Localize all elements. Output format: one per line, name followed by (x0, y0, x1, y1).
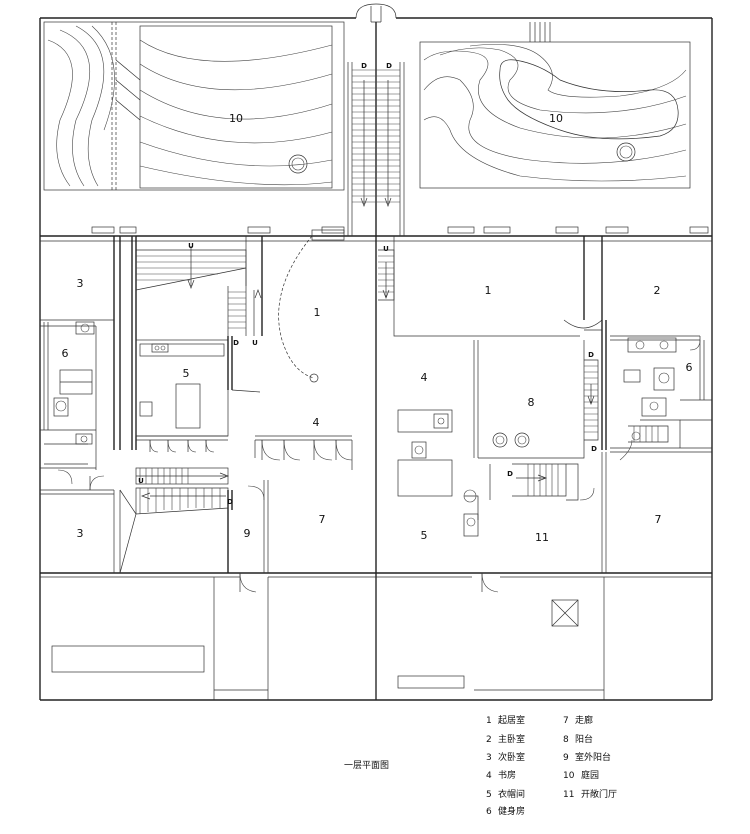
legend-item: 7 走廊 (563, 714, 593, 726)
legend-number: 8 (563, 735, 569, 745)
room-label: 8 (528, 396, 535, 409)
stair-mark: D (507, 470, 513, 478)
room-label: 5 (183, 367, 190, 380)
legend-name: 阳台 (575, 733, 593, 745)
legend-name: 走廊 (575, 714, 593, 726)
room-label: 10 (549, 112, 563, 125)
left-living-area (227, 229, 353, 470)
legend-name: 起居室 (498, 714, 525, 726)
room-label: 7 (655, 513, 662, 526)
balcony-fixtures (492, 432, 530, 448)
stair-mark: D (591, 445, 597, 453)
courtyard-right (419, 22, 691, 189)
room-label: 9 (244, 527, 251, 540)
left-lower-rooms (57, 469, 269, 593)
room-label: 6 (686, 361, 693, 374)
room-label: 6 (62, 347, 69, 360)
room-label: 5 (421, 529, 428, 542)
room-label: 1 (485, 284, 492, 297)
legend-number: 1 (486, 716, 492, 726)
legend-number: 10 (563, 771, 575, 781)
legend-item: 4 书房 (486, 769, 516, 781)
legend-item: 8 阳台 (563, 733, 593, 745)
room-label: 1 (314, 306, 321, 319)
legend-name: 健身房 (498, 805, 525, 817)
stair-mark: D (233, 339, 239, 347)
legend-number: 4 (486, 771, 492, 781)
room-label: 11 (535, 531, 549, 544)
legend-name: 书房 (498, 769, 516, 781)
room-label: 4 (421, 371, 428, 384)
room-label: 3 (77, 277, 84, 290)
stair-mark: U (252, 339, 258, 347)
right-door-swings (481, 339, 701, 593)
stair-mark: U (138, 477, 144, 485)
legend-number: 3 (486, 753, 492, 763)
bottom-band (51, 577, 605, 700)
right-wing-walls (393, 236, 712, 573)
legend-name: 开敞门厅 (581, 788, 617, 800)
plan-title: 一层平面图 (344, 760, 389, 771)
legend-item: 2 主卧室 (486, 733, 525, 745)
courtyard-left (43, 21, 345, 191)
legend-number: 7 (563, 716, 569, 726)
legend-number: 11 (563, 790, 574, 800)
left-main-stair (120, 235, 263, 336)
legend-item: 3 次卧室 (486, 751, 525, 763)
left-lower-stair (119, 467, 229, 574)
stair-mark: U (188, 242, 194, 250)
legend-name: 衣帽间 (498, 788, 525, 800)
legend-item: 10 庭园 (563, 769, 599, 781)
stair-direction-marks: D D U D U U D D U D D (138, 62, 597, 506)
legend-number: 9 (563, 753, 569, 763)
stair-mark: D (227, 498, 233, 506)
central-stair (347, 62, 405, 236)
legend-number: 6 (486, 807, 492, 817)
stair-mark: D (588, 351, 594, 359)
stair-mark: U (383, 245, 389, 253)
right-stairs (378, 249, 669, 501)
room-label: 4 (313, 416, 320, 429)
left-closet-block (135, 339, 229, 453)
legend-name: 主卧室 (498, 733, 525, 745)
legend-number: 5 (486, 790, 492, 800)
legend-name: 室外阳台 (575, 751, 611, 763)
legend-name: 次卧室 (498, 751, 525, 763)
right-bath-fixtures (397, 337, 677, 537)
legend-number: 2 (486, 735, 492, 745)
room-labels: 10 10 3 1 1 2 6 5 4 8 6 4 7 9 3 5 11 7 (62, 112, 693, 544)
room-label: 3 (77, 527, 84, 540)
room-label: 7 (319, 513, 326, 526)
legend-item: 1 起居室 (486, 714, 525, 726)
legend-item: 6 健身房 (486, 805, 525, 817)
room-label: 10 (229, 112, 243, 125)
legend-item: 5 衣帽间 (486, 788, 525, 800)
stair-mark: D (386, 62, 392, 70)
room-label: 2 (654, 284, 661, 297)
legend-item: 11 开敞门厅 (563, 788, 617, 800)
legend-item: 9 室外阳台 (563, 751, 611, 763)
left-wing-walls (40, 236, 137, 573)
legend-name: 庭园 (581, 769, 599, 781)
stair-mark: D (361, 62, 367, 70)
